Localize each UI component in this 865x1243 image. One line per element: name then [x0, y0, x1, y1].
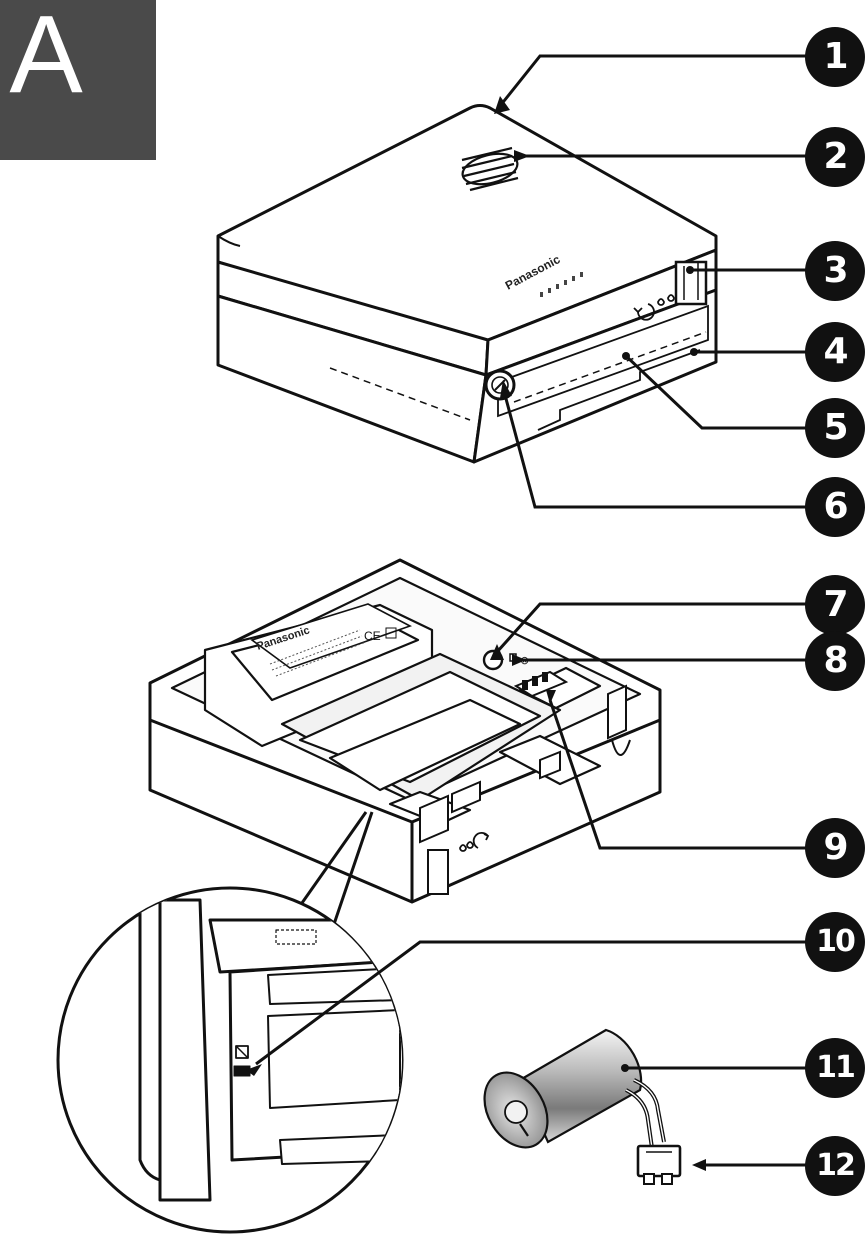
- callout-5: 5: [805, 398, 865, 458]
- callout-1: 1: [805, 27, 865, 87]
- callout-12: 12: [805, 1136, 865, 1196]
- detail-magnifier: [58, 880, 420, 1232]
- co-sensor-capsule: [472, 1030, 641, 1159]
- callout-9: 9: [805, 818, 865, 878]
- callout-11: 11: [805, 1038, 865, 1098]
- svg-text:CE: CE: [364, 629, 381, 643]
- callout-6: 6: [805, 477, 865, 537]
- callout-2: 2: [805, 127, 865, 187]
- callout-7: 7: [805, 575, 865, 635]
- callout-10: 10: [805, 912, 865, 972]
- callout-4: 4: [805, 322, 865, 382]
- callout-3: 3: [805, 241, 865, 301]
- callout-8: 8: [805, 631, 865, 691]
- sensor-connector: [638, 1146, 680, 1184]
